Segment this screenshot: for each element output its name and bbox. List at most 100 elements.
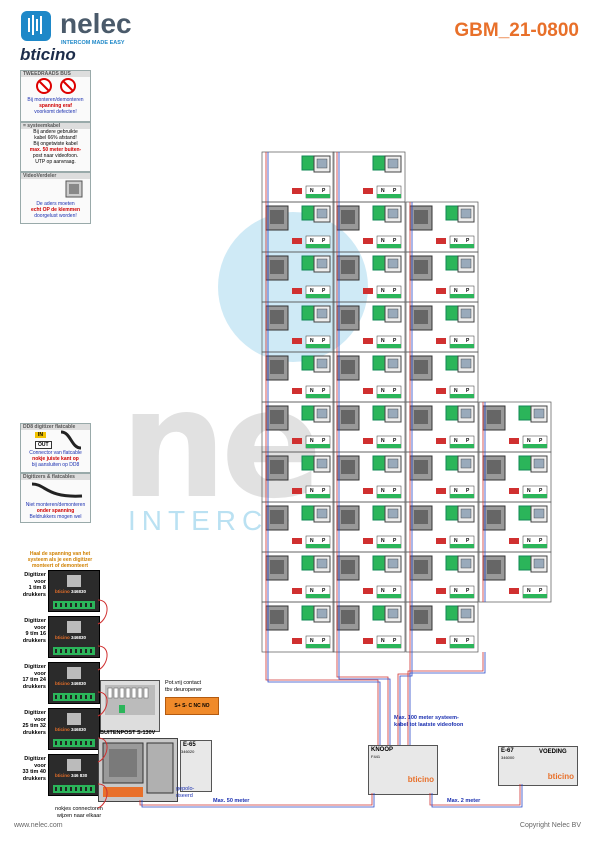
green-connector (372, 555, 386, 571)
video-distributor-core (414, 560, 428, 574)
digitizer-brand: bticino (55, 589, 70, 594)
screen-icon (316, 508, 328, 519)
warning-title: DD8 digitizer flatcable (21, 424, 90, 430)
screen-icon (387, 208, 399, 219)
warning-line: Beldrukkers mogen wel (29, 514, 82, 520)
doorbell-icon (292, 538, 302, 544)
module-brand: bticino (407, 775, 434, 784)
green-connector (372, 505, 386, 521)
video-distributor-icon (65, 180, 82, 198)
terminal-n-label: N (454, 438, 458, 444)
terminal-p-label: P (322, 288, 326, 294)
green-connector (445, 305, 459, 321)
terminal-green (377, 644, 401, 648)
digitizer-graphic (53, 759, 95, 793)
screen-icon (387, 158, 399, 169)
terminal-n-label: N (310, 638, 314, 644)
warning-line: Niet monteren/demonteren (25, 502, 86, 508)
screen-icon (533, 508, 545, 519)
terminal-p-label: P (466, 638, 470, 644)
terminal-n-label: N (454, 388, 458, 394)
doorbell-icon (436, 338, 446, 344)
terminal-n-label: N (381, 238, 385, 244)
digitizer-brand: bticino (55, 773, 70, 778)
terminal-n-label: N (527, 588, 531, 594)
warning-line: Bij ongetwiste kabel (33, 141, 78, 147)
doorbell-icon (292, 588, 302, 594)
terminal-n-label: N (310, 188, 314, 194)
screen-icon (460, 308, 472, 319)
warning-title: TWEEDRAADS BUS (21, 71, 90, 77)
apartment-frame (332, 601, 406, 653)
terminal-n-label: N (310, 238, 314, 244)
video-distributor-core (270, 360, 284, 374)
terminal-green (306, 594, 330, 598)
bticino-logo: bticino (20, 45, 76, 64)
terminal-p-label: P (322, 638, 326, 644)
warning-line: Bij monteren/demonteren (27, 97, 84, 103)
terminal-p-label: P (393, 488, 397, 494)
riser-wire-red (265, 652, 379, 745)
digitizer-label-line: 25 tim 32 (22, 723, 46, 729)
doorbell-icon (292, 638, 302, 644)
screen-icon (316, 408, 328, 419)
terminal-p-label: P (322, 388, 326, 394)
terminal-green (306, 344, 330, 348)
doorbell-icon (509, 488, 519, 494)
digitizer-flatcable (97, 645, 108, 671)
video-distributor-core (341, 610, 355, 624)
terminal-n-label: N (454, 338, 458, 344)
screen-icon (316, 458, 328, 469)
green-connector (372, 155, 386, 171)
footer-copyright: Copyright Nelec BV (519, 822, 581, 829)
doorbell-icon (509, 538, 519, 544)
riser-wire-red (336, 652, 389, 745)
video-distributor-core (270, 510, 284, 524)
terminal-p-label: P (322, 188, 326, 194)
video-distributor-core (414, 510, 428, 524)
terminal-p-label: P (466, 338, 470, 344)
video-distributor-core (341, 210, 355, 224)
digitizer-code: 346830 (71, 589, 87, 594)
watermark-text: ne (120, 358, 323, 532)
digitizer-code: 346830 (71, 635, 87, 640)
digitizer-flatcable (97, 691, 108, 717)
terminal-n-label: N (310, 438, 314, 444)
polarity-note: gepolo- riseerd (176, 786, 194, 799)
warning-line: spanning eraf (39, 103, 72, 109)
terminal-n-label: N (310, 288, 314, 294)
terminal-n-label: N (454, 638, 458, 644)
digitizer-graphic (53, 667, 95, 701)
digitizer-label-line: drukkers (22, 683, 46, 690)
green-connector (518, 405, 532, 421)
terminal-n-label: N (381, 438, 385, 444)
terminal-p-label: P (466, 588, 470, 594)
video-distributor-core (341, 260, 355, 274)
terminal-p-label: P (393, 538, 397, 544)
video-distributor-core (487, 460, 501, 474)
digitizer-brand: bticino (55, 635, 70, 640)
screen-icon (387, 308, 399, 319)
terminal-n-label: N (454, 488, 458, 494)
power-wire-red (429, 784, 521, 806)
apartment-frame (261, 601, 335, 653)
module-code: 346000 (501, 755, 515, 760)
warning-systeemkabel: = systeemkabel Bij andere gebruikte kabe… (20, 122, 91, 172)
video-distributor-core (270, 610, 284, 624)
green-connector (518, 455, 532, 471)
warning-line: echt OP de klemmen (30, 207, 81, 213)
note-line: nokjes connectoren (55, 806, 103, 812)
screen-icon (533, 458, 545, 469)
terminal-green (523, 544, 547, 548)
warning-dd8: DD8 digitizer flatcable IN OUT Connector… (20, 423, 91, 473)
document-code: GBM_21-0800 (454, 20, 579, 41)
terminal-green (306, 644, 330, 648)
doorbell-icon (363, 538, 373, 544)
flatcable-icon (60, 430, 81, 450)
digitizer-label-line: Digitizer (24, 756, 46, 762)
digitizer-graphic (53, 575, 95, 609)
